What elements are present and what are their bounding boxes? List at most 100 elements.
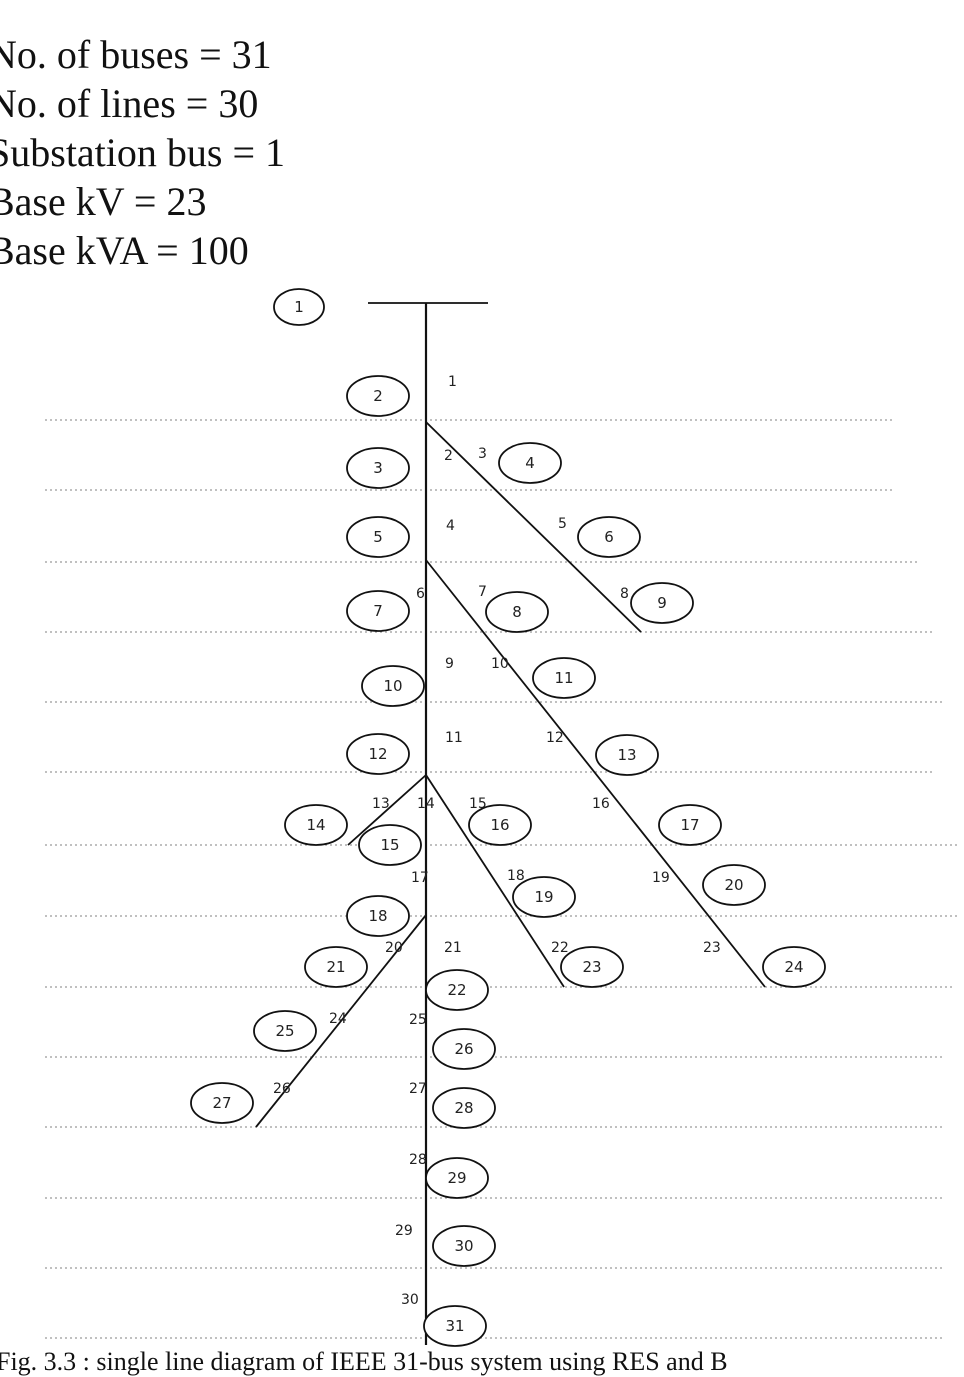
bus-ellipse	[358, 824, 422, 866]
bus-17: 17	[658, 804, 722, 846]
substation-bus: Substation bus = 1	[0, 130, 286, 175]
bus-6: 6	[577, 516, 641, 558]
bus-ellipse	[346, 375, 410, 417]
bus-ellipse	[595, 734, 659, 776]
bus-5: 5	[346, 516, 410, 558]
line-label-12: 12	[546, 730, 564, 746]
line-label-4: 4	[446, 518, 455, 534]
bus-20: 20	[702, 864, 766, 906]
bus-ellipse	[346, 590, 410, 632]
bus-count: No. of buses = 31	[0, 32, 272, 77]
bus-label: 5	[373, 528, 383, 546]
line-label-11: 11	[445, 730, 463, 746]
bus-ellipse	[762, 946, 826, 988]
bus-ellipse	[190, 1082, 254, 1124]
bus-label: 2	[373, 387, 383, 405]
bus-ellipse	[658, 804, 722, 846]
bus-23: 23	[560, 946, 624, 988]
bus-label: 19	[534, 888, 553, 906]
line-label-29: 29	[395, 1223, 413, 1239]
bus-15: 15	[358, 824, 422, 866]
lateral-15-23	[425, 774, 565, 988]
bus-label: 24	[784, 958, 803, 976]
bus-label: 11	[554, 669, 573, 687]
bus-25: 25	[253, 1010, 317, 1052]
lateral-20-27	[255, 914, 427, 1128]
bus-ellipse	[702, 864, 766, 906]
lateral-13-15	[347, 774, 427, 846]
bus-7: 7	[346, 590, 410, 632]
bus-ellipse	[498, 442, 562, 484]
bus-ellipse	[346, 447, 410, 489]
line-label-24: 24	[329, 1011, 347, 1027]
bus-22: 22	[425, 969, 489, 1011]
bus-ellipse	[304, 946, 368, 988]
bus-label: 17	[680, 816, 699, 834]
bus-21: 21	[304, 946, 368, 988]
bus-ellipse	[512, 876, 576, 918]
bus-label: 14	[306, 816, 325, 834]
bus-label: 20	[724, 876, 743, 894]
line-label-30: 30	[401, 1292, 419, 1308]
bus-18: 18	[346, 895, 410, 937]
bus-3: 3	[346, 447, 410, 489]
bus-ellipse	[577, 516, 641, 558]
bus-label: 27	[212, 1094, 231, 1112]
bus-8: 8	[485, 591, 549, 633]
bus-ellipse	[423, 1305, 487, 1347]
line-label-8: 8	[620, 586, 629, 602]
line-label-21: 21	[444, 940, 462, 956]
bus-label: 18	[368, 907, 387, 925]
bus-31: 31	[423, 1305, 487, 1347]
bus-19: 19	[512, 876, 576, 918]
bus-label: 23	[582, 958, 601, 976]
bus-ellipse	[253, 1010, 317, 1052]
bus-4: 4	[498, 442, 562, 484]
line-label-14: 14	[417, 796, 435, 812]
line-label-2: 2	[444, 448, 453, 464]
bus-28: 28	[432, 1087, 496, 1129]
line-count: No. of lines = 30	[0, 81, 259, 126]
bus-label: 31	[445, 1317, 464, 1335]
bus-ellipse	[284, 804, 348, 846]
bus-16: 16	[468, 804, 532, 846]
bus-ellipse	[432, 1225, 496, 1267]
bus-ellipse	[432, 1028, 496, 1070]
base-kva: Base kVA = 100	[0, 228, 249, 273]
line-label-19: 19	[652, 870, 670, 886]
bus-26: 26	[432, 1028, 496, 1070]
bus-12: 12	[346, 733, 410, 775]
line-label-13: 13	[372, 796, 390, 812]
bus-label: 30	[454, 1237, 473, 1255]
system-info: No. of buses = 31 No. of lines = 30 Subs…	[0, 30, 285, 275]
bus-13: 13	[595, 734, 659, 776]
bus-ellipse	[432, 1087, 496, 1129]
bus-ellipse	[485, 591, 549, 633]
line-label-17: 17	[411, 870, 429, 886]
base-kv: Base kV = 23	[0, 179, 207, 224]
bus-9: 9	[630, 582, 694, 624]
bus-label: 28	[454, 1099, 473, 1117]
line-label-7: 7	[478, 584, 487, 600]
bus-label: 6	[604, 528, 614, 546]
bus-label: 16	[490, 816, 509, 834]
bus-30: 30	[432, 1225, 496, 1267]
line-label-3: 3	[478, 446, 487, 462]
bus-ellipse	[468, 804, 532, 846]
bus-ellipse	[346, 733, 410, 775]
bus-ellipse	[346, 895, 410, 937]
bus-label: 13	[617, 746, 636, 764]
bus-label: 22	[447, 981, 466, 999]
bus-11: 11	[532, 657, 596, 699]
line-label-25: 25	[409, 1012, 427, 1028]
bus-29: 29	[425, 1157, 489, 1199]
bus-label: 26	[454, 1040, 473, 1058]
line-label-5: 5	[558, 516, 567, 532]
feeder-lines	[255, 302, 766, 1345]
bus-label: 21	[326, 958, 345, 976]
bus-2: 2	[346, 375, 410, 417]
bus-label: 8	[512, 603, 522, 621]
lateral-6-24	[425, 559, 766, 988]
